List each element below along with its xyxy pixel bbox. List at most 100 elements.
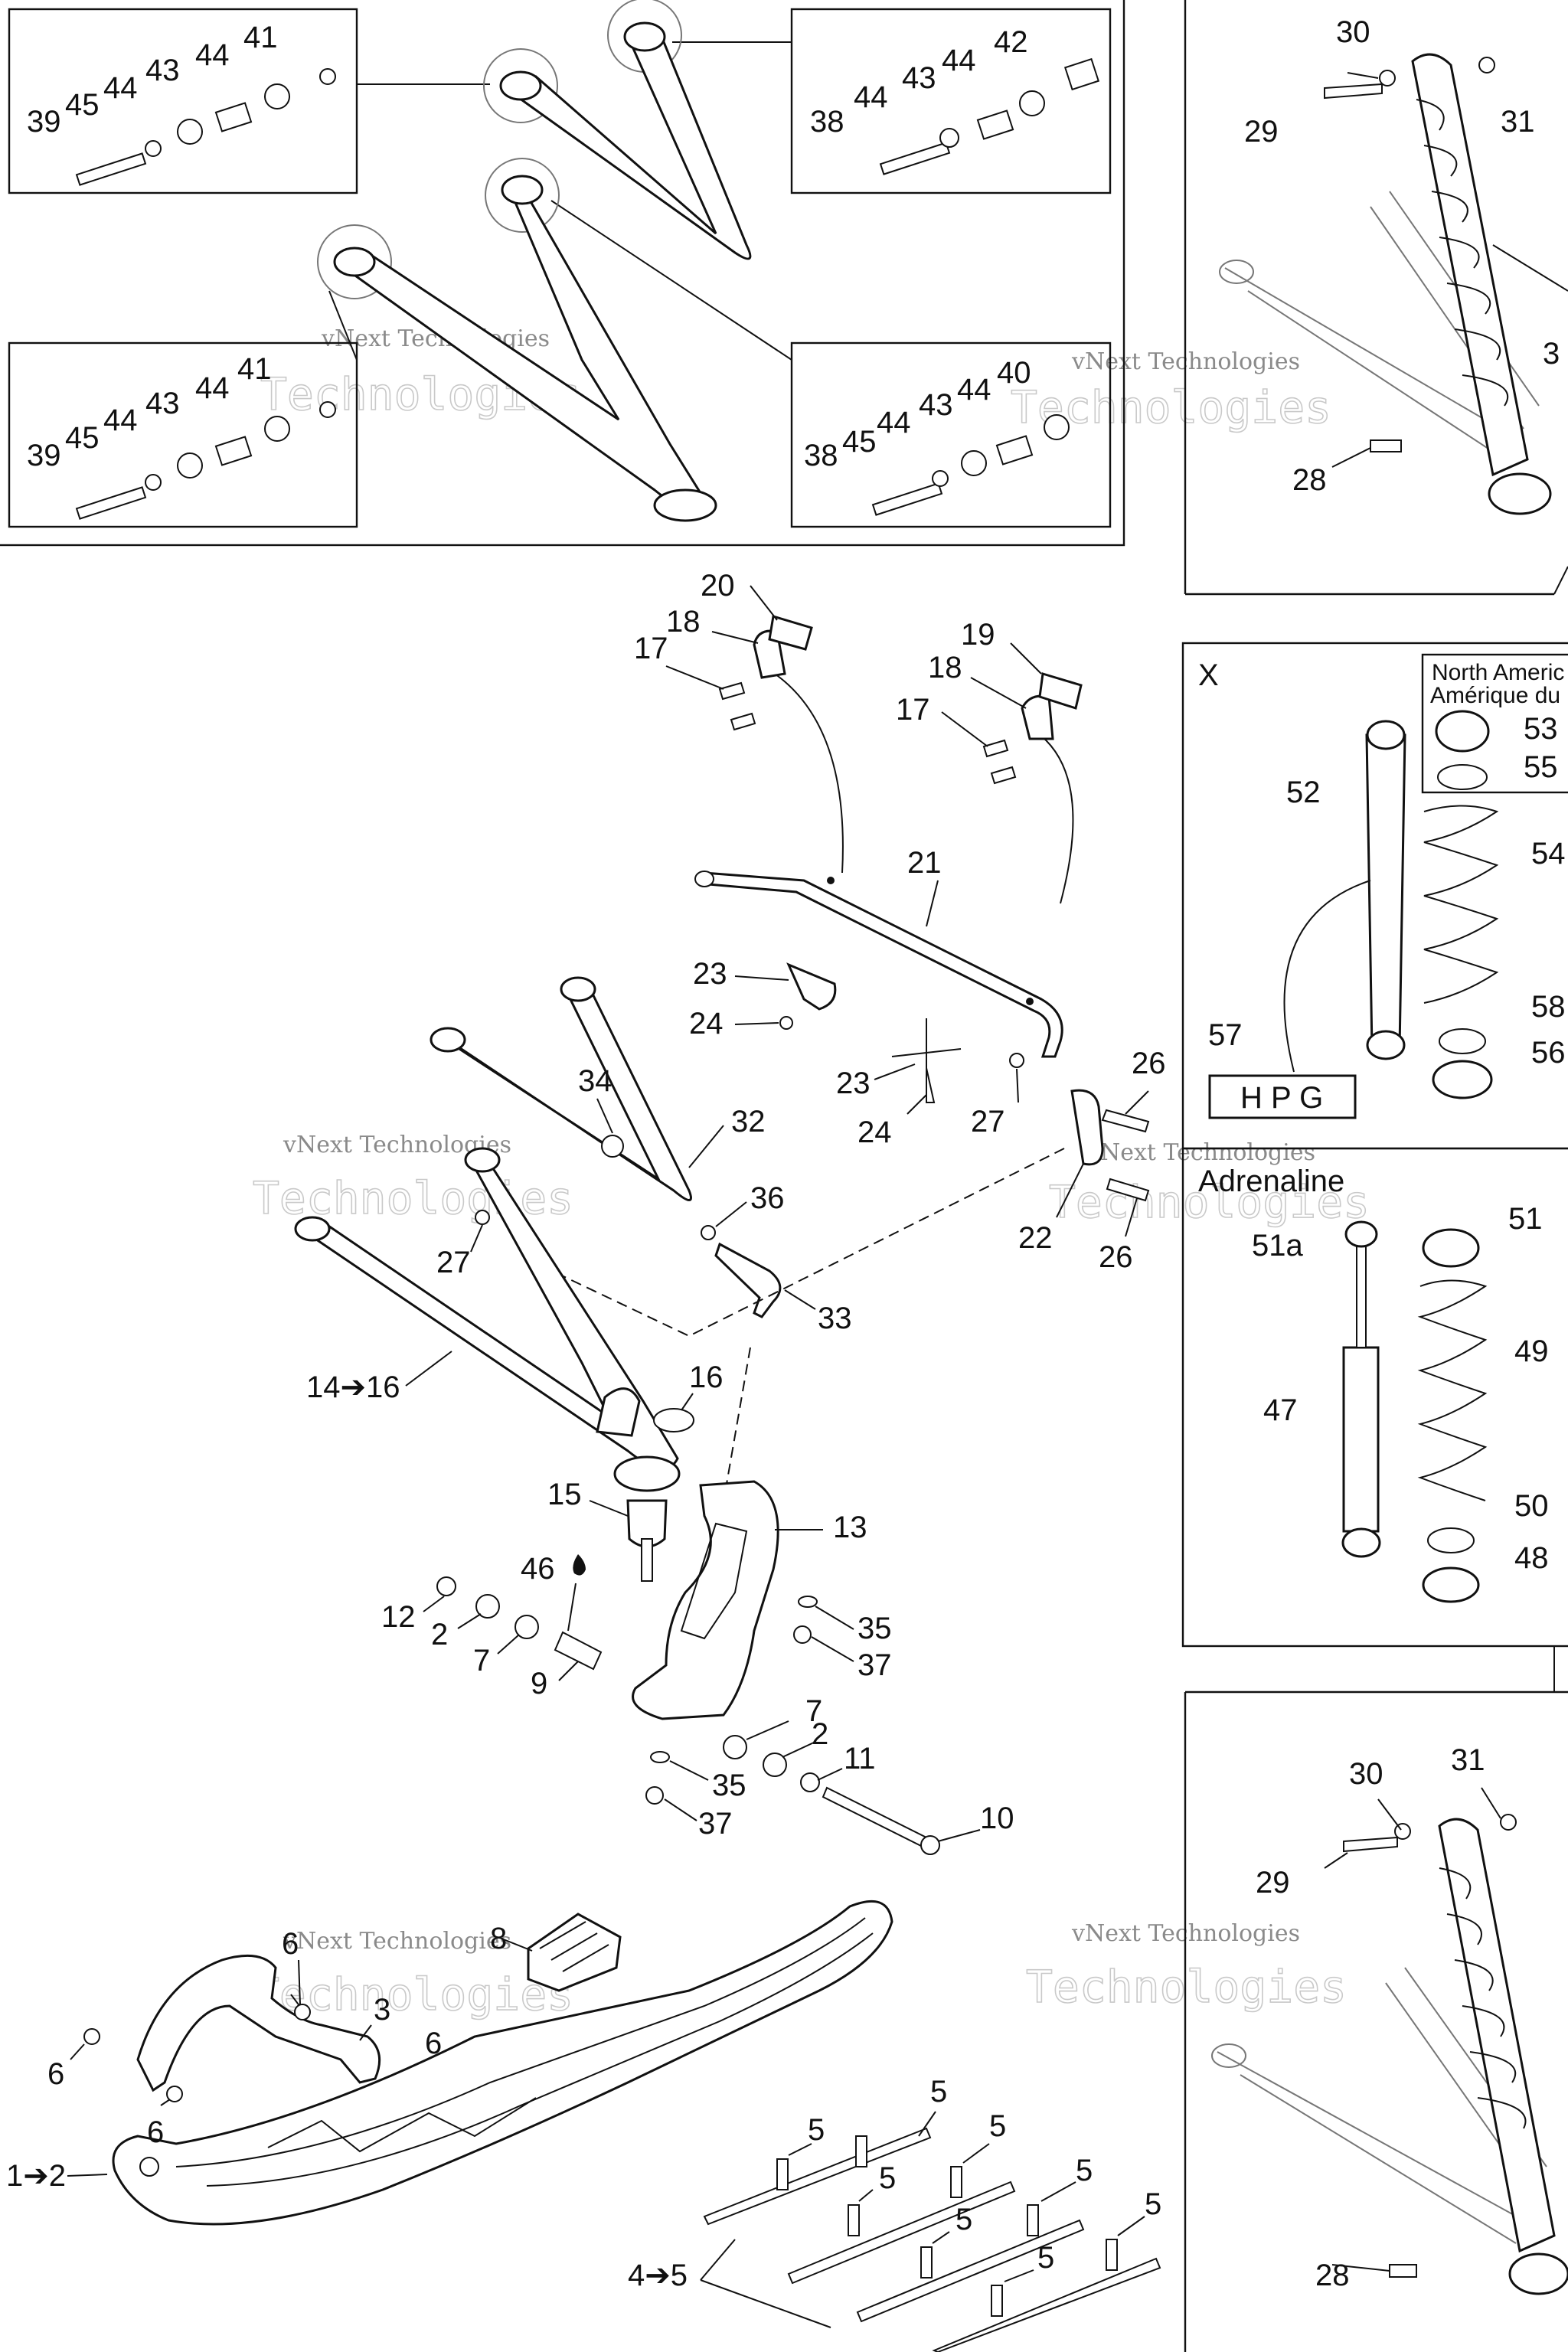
part-label: 27 [436, 1246, 471, 1279]
shock-spring [1416, 99, 1509, 407]
part-label: 45 [65, 88, 100, 122]
leader-line [328, 290, 358, 361]
ring-16 [653, 1408, 694, 1432]
bushing [177, 452, 203, 479]
ski-tip-bolt [139, 2157, 159, 2177]
leader-line [874, 1063, 916, 1080]
bolt-26 [1106, 1178, 1150, 1202]
nut-12 [436, 1576, 456, 1596]
part-label: 23 [836, 1067, 871, 1100]
a-arm-assembly-frame: 41 44 43 44 45 39 42 44 43 44 38 41 44 4… [0, 0, 1125, 547]
nut-37 [793, 1625, 812, 1644]
part-label: 48 [1514, 1541, 1549, 1575]
stud-5 [855, 2135, 867, 2167]
part-label: 29 [1244, 115, 1279, 149]
stud-5 [848, 2204, 860, 2236]
leader-line [681, 1393, 694, 1411]
bushing-19 [1038, 672, 1083, 710]
ski-contour [175, 1917, 866, 2167]
bar-end [694, 871, 714, 887]
washer-35 [650, 1751, 670, 1763]
part-label: 16 [689, 1361, 724, 1394]
leader-line [937, 1829, 981, 1842]
inset-box-top-left [8, 8, 358, 194]
runner-4 [787, 2180, 1016, 2285]
leader-line [1347, 72, 1379, 79]
leader-line [457, 1613, 482, 1629]
part-label: 21 [907, 846, 942, 880]
bolt [1343, 1836, 1398, 1853]
sleeve [995, 435, 1034, 466]
leader-line [1016, 1068, 1019, 1103]
part-label: 43 [919, 388, 953, 422]
bolt [1370, 439, 1402, 452]
bolt [1324, 83, 1383, 100]
screw-6 [166, 2086, 183, 2102]
wear-pad-8 [527, 1913, 622, 1992]
bushing-34 [601, 1135, 624, 1158]
leader-line [550, 200, 792, 361]
bolt [730, 712, 756, 731]
pad-ribs [539, 1921, 609, 1972]
screw-6 [294, 2004, 311, 2020]
watermark-text: Technologies [1049, 1176, 1370, 1228]
part-label: 58 [1531, 990, 1566, 1024]
front-suspension-assembly: 34 32 36 27 33 14➔16 16 15 13 46 12 2 7 … [294, 976, 1065, 1855]
shock-body [1365, 733, 1406, 1050]
part-label: 38 [810, 105, 844, 139]
shock-eye [1341, 1527, 1381, 1558]
part-label: 6 [147, 2115, 164, 2149]
bushing-end [464, 1147, 501, 1173]
part-label: 40 [997, 356, 1031, 390]
region-note: North Americ [1432, 660, 1564, 685]
leader-line [962, 2143, 990, 2164]
part-label: 30 [1349, 1757, 1383, 1791]
leader-line [664, 1798, 697, 1821]
ski-1 [112, 1900, 893, 2226]
part-label: 5 [1145, 2187, 1161, 2221]
part-label: 39 [27, 439, 61, 472]
bracket-23 [786, 962, 837, 1011]
nut [319, 401, 336, 418]
spring-cap [1435, 710, 1490, 753]
bar-mark [827, 877, 835, 884]
leader-line [918, 2111, 936, 2137]
ski-keel-ribs [267, 2097, 537, 2153]
nut [319, 68, 336, 85]
part-label: 55 [1524, 750, 1558, 784]
part-label: 18 [666, 605, 701, 639]
inset-box-bottom-right [790, 341, 1112, 528]
part-label: 31 [1501, 105, 1535, 139]
part-label: 20 [701, 569, 735, 603]
leader-line [1553, 566, 1568, 595]
tie-rod-end-33 [714, 1242, 782, 1318]
leader-line [405, 1351, 452, 1387]
part-label: 44 [877, 406, 911, 439]
leader-line [711, 631, 759, 644]
bolt [75, 486, 147, 520]
leader-line [160, 2099, 171, 2106]
part-label: 43 [145, 54, 180, 87]
inset-box-top-right [790, 8, 1112, 194]
shock-eye [1344, 1220, 1378, 1248]
lubricant-drop-icon [573, 1554, 586, 1576]
leader-line [1056, 1163, 1084, 1218]
part-label: 28 [1292, 463, 1327, 497]
ski-contour [206, 1932, 874, 2187]
part-label: 52 [1286, 776, 1321, 809]
part-label: 41 [243, 21, 278, 54]
ski-assembly: 8 6 3 6 6 6 1➔2 4➔5 5 5 5 5 5 5 5 5 [6, 1900, 1161, 2352]
leader-line [750, 585, 778, 621]
spring-seat [1432, 1060, 1493, 1099]
shock-body [1342, 1346, 1380, 1533]
part-label: 46 [521, 1552, 555, 1586]
upper-a-arm-32 [443, 986, 692, 1201]
leader-line [817, 1768, 843, 1781]
nut-block [1063, 57, 1100, 91]
bolt [718, 681, 746, 701]
part-label: 37 [698, 1807, 733, 1841]
part-label: 18 [928, 651, 962, 684]
washer [932, 470, 949, 487]
bushing-end [499, 70, 542, 101]
